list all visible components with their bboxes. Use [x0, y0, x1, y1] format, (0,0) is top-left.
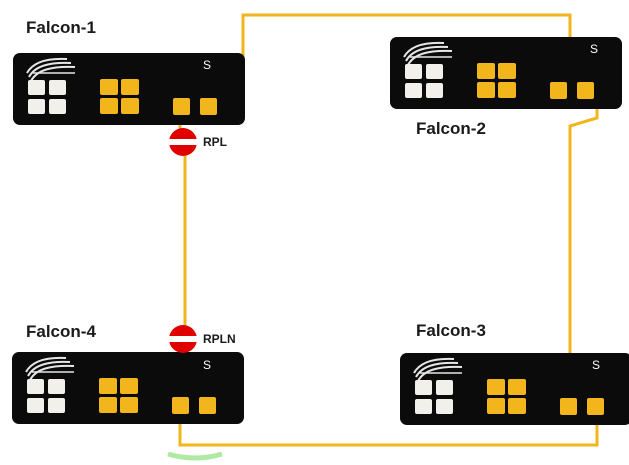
device-falcon-3: S Falcon-3: [399, 321, 629, 426]
status-glow: [167, 451, 223, 461]
device-falcon-2: S Falcon-2: [389, 36, 623, 138]
rpln-block: RPLN: [169, 325, 236, 353]
device-badge: S: [590, 42, 598, 56]
rpl-block: RPL: [169, 128, 227, 156]
rpl-label: RPL: [203, 135, 227, 149]
device-badge: S: [592, 358, 600, 372]
device-badge: S: [203, 58, 211, 72]
blocked-port-icon: [169, 325, 197, 353]
device-label: Falcon-1: [26, 18, 96, 37]
device-label: Falcon-4: [26, 322, 96, 341]
rpln-label: RPLN: [203, 332, 236, 346]
device-falcon-4: S Falcon-4: [11, 322, 245, 425]
device-badge: S: [203, 358, 211, 372]
device-label: Falcon-3: [416, 321, 486, 340]
device-falcon-1: S Falcon-1: [12, 18, 246, 126]
device-label: Falcon-2: [416, 119, 486, 138]
blocked-port-icon: [169, 128, 197, 156]
